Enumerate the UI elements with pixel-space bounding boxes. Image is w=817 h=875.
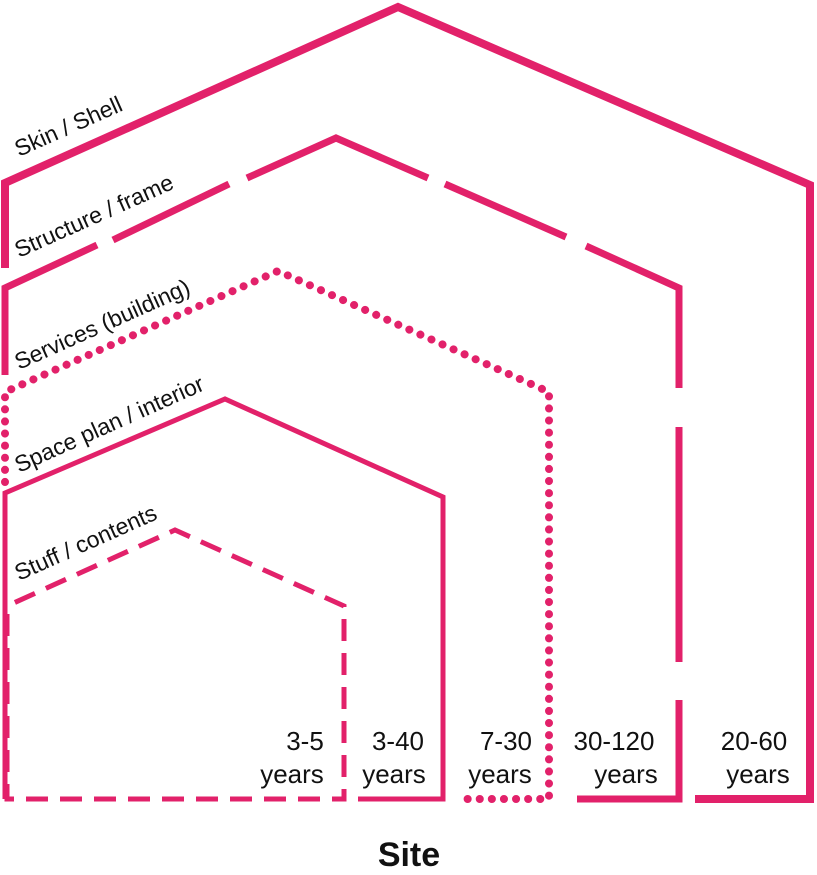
layer-stuff: Stuff / contents 3-5 years <box>4 499 347 802</box>
skin-outline <box>0 2 814 803</box>
structure-years-line1: 30-120 <box>574 726 655 756</box>
layer-space-plan: Space plan / interior 3-40 years <box>2 370 446 802</box>
structure-dash-6 <box>577 700 683 803</box>
skin-years-line2: years <box>726 759 790 789</box>
stuff-outline <box>4 527 347 802</box>
services-years-line1: 7-30 <box>480 726 532 756</box>
services-outline <box>0 266 553 803</box>
services-years-line2: years <box>468 759 532 789</box>
structure-dash-3 <box>443 180 568 241</box>
structure-years-line2: years <box>594 759 658 789</box>
space-plan-outline <box>2 396 446 802</box>
space-plan-years-line1: 3-40 <box>372 726 424 756</box>
space-plan-label: Space plan / interior <box>10 370 208 477</box>
stuff-years-line2: years <box>260 759 324 789</box>
structure-dash-2 <box>245 134 430 182</box>
space-plan-years-line2: years <box>362 759 426 789</box>
structure-dash-1 <box>111 180 231 244</box>
stuff-years-line1: 3-5 <box>286 726 324 756</box>
site-label: Site <box>378 836 440 874</box>
structure-dash-4 <box>584 242 683 388</box>
structure-outline-part1 <box>1 241 99 375</box>
skin-years-line1: 20-60 <box>721 726 788 756</box>
